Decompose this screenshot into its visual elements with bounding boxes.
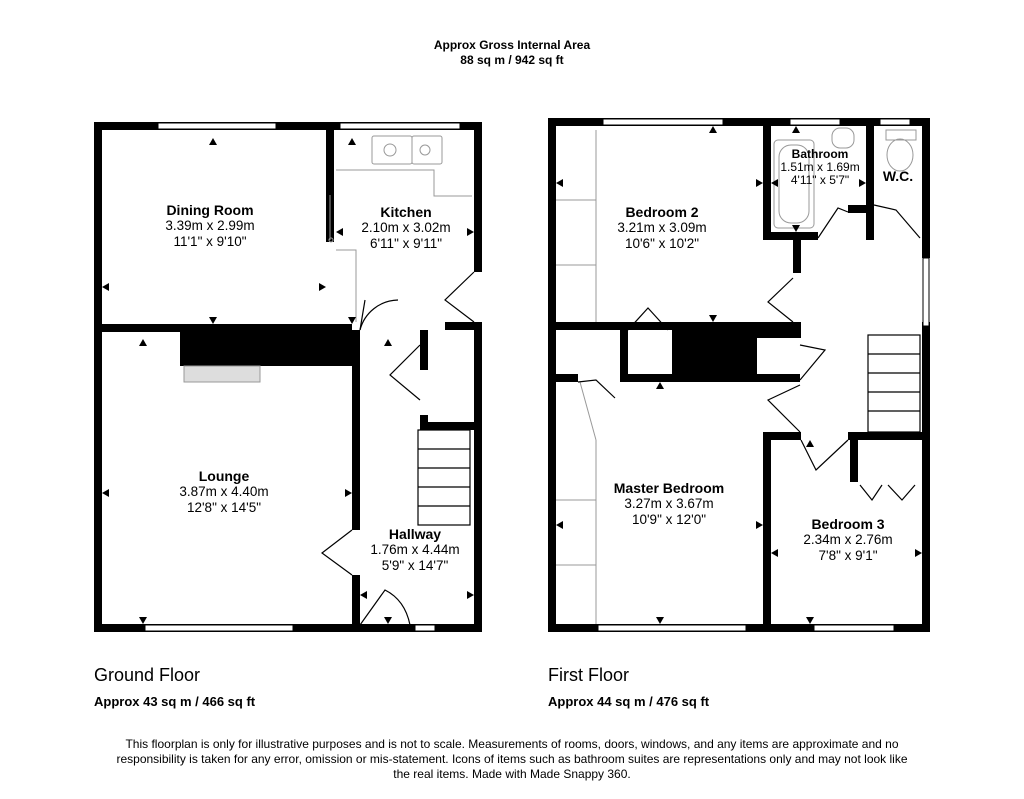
first-arrows <box>556 126 922 624</box>
room-name: Hallway <box>388 526 442 542</box>
ground-stairs <box>417 429 471 526</box>
room-metric: 3.39m x 2.99m <box>165 218 255 233</box>
room-metric: 3.87m x 4.40m <box>179 484 269 499</box>
first-stairs <box>867 334 921 433</box>
room-metric: 2.10m x 3.02m <box>361 220 451 235</box>
ground-floor-windows <box>144 122 461 632</box>
room-master-bedroom: Master Bedroom 3.27m x 3.67m 10'9" x 12'… <box>594 480 744 528</box>
room-metric: 3.27m x 3.67m <box>624 496 714 511</box>
wardrobes <box>556 130 597 624</box>
room-dining: Dining Room 3.39m x 2.99m 11'1" x 9'10" <box>140 202 280 250</box>
first-doors <box>577 204 921 502</box>
page-header: Approx Gross Internal Area 88 sq m / 942… <box>0 38 1024 68</box>
room-name: Bedroom 2 <box>625 204 699 220</box>
room-imperial: 5'9" x 14'7" <box>381 558 449 573</box>
room-hallway: Hallway 1.76m x 4.44m 5'9" x 14'7" <box>355 526 475 574</box>
room-bathroom: Bathroom 1.51m x 1.69m 4'11" x 5'7" <box>770 148 870 187</box>
gross-area-value: 88 sq m / 942 sq ft <box>460 53 564 67</box>
room-metric: 1.51m x 1.69m <box>780 160 860 174</box>
room-imperial: 4'11" x 5'7" <box>790 173 850 187</box>
room-imperial: 6'11" x 9'11" <box>369 236 443 251</box>
room-name: Bedroom 3 <box>811 516 885 532</box>
gross-area-title: Approx Gross Internal Area <box>433 38 591 52</box>
room-name: Dining Room <box>166 202 254 218</box>
disclaimer-text: This floorplan is only for illustrative … <box>116 737 908 781</box>
room-metric: 3.21m x 3.09m <box>617 220 707 235</box>
room-wc: W.C. <box>876 168 920 184</box>
first-floor-title: First Floor <box>548 665 629 685</box>
first-floor-windows <box>597 118 930 632</box>
ground-doors <box>320 271 475 626</box>
room-metric: 2.34m x 2.76m <box>803 532 893 547</box>
room-name: Lounge <box>198 468 250 484</box>
room-imperial: 7'8" x 9'1" <box>818 548 878 563</box>
first-floor-area: Approx 44 sq m / 476 sq ft <box>548 694 710 709</box>
room-lounge: Lounge 3.87m x 4.40m 12'8" x 14'5" <box>154 468 294 516</box>
room-imperial: 11'1" x 9'10" <box>173 234 247 249</box>
room-bedroom2: Bedroom 2 3.21m x 3.09m 10'6" x 10'2" <box>592 204 732 252</box>
room-name: Bathroom <box>791 147 849 161</box>
room-name: W.C. <box>882 168 914 184</box>
ground-floor-title: Ground Floor <box>94 665 201 685</box>
kitchen-counter <box>328 135 472 322</box>
room-bedroom3: Bedroom 3 2.34m x 2.76m 7'8" x 9'1" <box>778 516 918 564</box>
room-imperial: 10'9" x 12'0" <box>631 512 707 527</box>
room-name: Kitchen <box>380 204 432 220</box>
ground-floor-area: Approx 43 sq m / 466 sq ft <box>94 694 256 709</box>
room-imperial: 12'8" x 14'5" <box>186 500 262 515</box>
room-name: Master Bedroom <box>613 480 725 496</box>
room-imperial: 10'6" x 10'2" <box>624 236 700 251</box>
room-metric: 1.76m x 4.44m <box>370 542 460 557</box>
ground-arrows <box>102 138 474 624</box>
room-kitchen: Kitchen 2.10m x 3.02m 6'11" x 9'11" <box>336 204 476 252</box>
